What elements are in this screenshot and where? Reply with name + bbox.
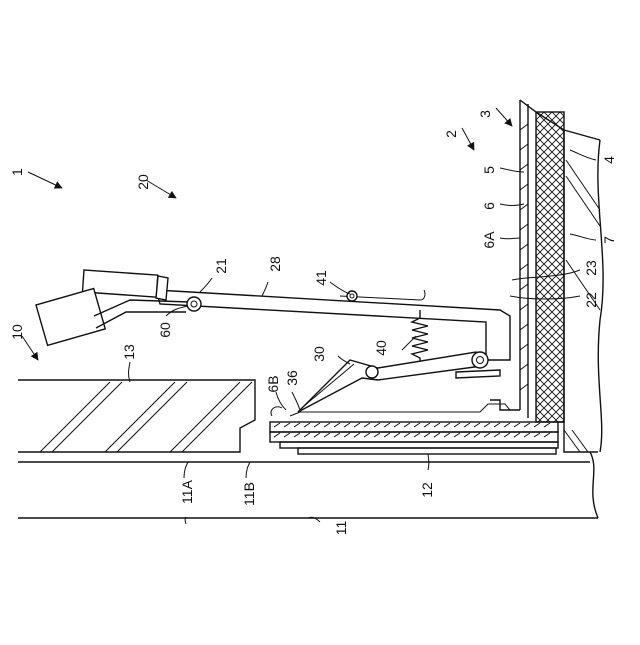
label-1: 1 xyxy=(9,168,25,176)
leader-60 xyxy=(166,306,188,316)
label-28: 28 xyxy=(267,256,283,272)
label-6: 6 xyxy=(481,202,497,210)
label-2: 2 xyxy=(443,130,459,138)
wall-layer-5-crosshatch xyxy=(536,112,564,422)
leader-28 xyxy=(262,282,268,296)
label-21: 21 xyxy=(213,258,229,274)
label-7: 7 xyxy=(601,236,617,244)
label-5: 5 xyxy=(481,166,497,174)
label-6A: 6A xyxy=(481,231,497,249)
leader-21 xyxy=(200,278,212,292)
label-11B: 11B xyxy=(241,482,257,506)
leader-7 xyxy=(570,234,596,240)
label-13: 13 xyxy=(121,344,137,360)
wall-foot-hatch xyxy=(564,430,588,452)
floor-11 xyxy=(18,452,598,518)
label-20: 20 xyxy=(135,174,151,190)
wall-bottom-join xyxy=(490,400,520,410)
leader-13 xyxy=(129,362,131,382)
layer-12 xyxy=(270,404,558,454)
label-60: 60 xyxy=(157,322,173,338)
layer-6B-curl xyxy=(271,407,282,416)
block-13 xyxy=(18,380,255,452)
layer-36-top xyxy=(290,404,520,416)
arm-21-body xyxy=(156,290,510,360)
leader-41 xyxy=(330,282,350,294)
pivot-30 xyxy=(366,366,378,378)
floor-break-line xyxy=(590,452,598,518)
label-41: 41 xyxy=(313,270,329,286)
label-30: 30 xyxy=(311,346,327,362)
label-11A: 11A xyxy=(179,479,195,504)
label-3: 3 xyxy=(477,110,493,118)
label-6B: 6B xyxy=(265,375,281,392)
label-23: 23 xyxy=(583,260,599,276)
leader-4 xyxy=(570,150,596,160)
motor-box-60 xyxy=(36,288,105,345)
layer-6B-hatch xyxy=(274,423,550,427)
leader-11B xyxy=(246,462,250,478)
arm-21 xyxy=(36,270,510,360)
leader-6A xyxy=(500,238,520,239)
block-13-outline xyxy=(18,380,255,452)
block-13-hatch xyxy=(40,382,252,452)
label-12: 12 xyxy=(419,482,435,498)
layer-12-base xyxy=(298,448,556,454)
layer-6B-hatch-2 xyxy=(274,433,550,437)
lever-30 xyxy=(298,352,500,412)
arrow-1 xyxy=(28,172,62,188)
leader-36 xyxy=(292,392,300,410)
leader-11A xyxy=(184,462,188,478)
label-22: 22 xyxy=(583,292,599,308)
wall-layer-7-bottom xyxy=(558,422,598,452)
arrow-2 xyxy=(462,128,474,150)
cylinder-cap xyxy=(156,276,168,300)
wall-layer-4-hatch xyxy=(566,160,600,310)
pivot-main xyxy=(472,352,488,368)
pivot-60 xyxy=(187,297,201,311)
pivot-41 xyxy=(347,291,357,301)
leader-30 xyxy=(338,356,350,364)
label-10: 10 xyxy=(9,324,25,340)
label-36: 36 xyxy=(284,370,300,386)
label-40: 40 xyxy=(373,340,389,356)
label-11: 11 xyxy=(333,521,349,536)
leader-40 xyxy=(402,336,416,350)
lever-stop xyxy=(456,370,500,378)
wall-layer-6-hatch xyxy=(520,124,528,390)
layer-12-bottom xyxy=(280,442,558,448)
arrow-3 xyxy=(496,108,512,126)
label-4: 4 xyxy=(601,156,617,164)
